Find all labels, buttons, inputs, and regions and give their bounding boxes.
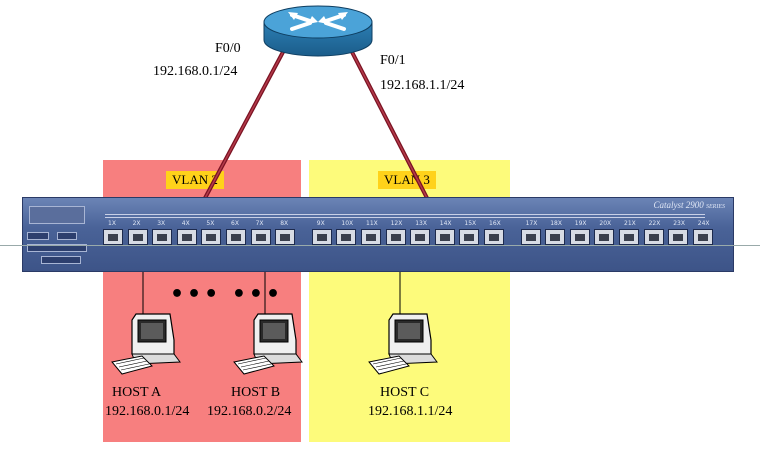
switch-port-4 bbox=[176, 229, 197, 245]
port-label-1: 1X bbox=[108, 220, 116, 227]
port-label-22: 22X bbox=[648, 220, 661, 227]
port-label-15: 15X bbox=[464, 220, 477, 227]
port-label-12: 12X bbox=[390, 220, 403, 227]
port-label-7: 7X bbox=[255, 220, 264, 227]
interface-f0-1-name: F0/1 bbox=[380, 53, 406, 68]
switch-port-21 bbox=[619, 229, 639, 245]
host-b-ip: 192.168.0.2/24 bbox=[207, 404, 292, 419]
port-label-3: 3X bbox=[157, 220, 166, 227]
vlan-2-label: VLAN 2 bbox=[166, 171, 224, 189]
switch-port-15 bbox=[459, 229, 480, 245]
port-label-23: 23X bbox=[673, 220, 685, 227]
port-label-8: 8X bbox=[280, 220, 289, 227]
host-a-ip: 192.168.0.1/24 bbox=[105, 404, 190, 419]
switch-port-12 bbox=[385, 229, 406, 245]
switch-port-20 bbox=[594, 229, 615, 245]
backplane-line bbox=[0, 245, 760, 246]
switch-port-9 bbox=[311, 229, 332, 245]
switch-brand: Catalyst 2900 SERIES bbox=[653, 200, 725, 210]
port-label-11: 11X bbox=[366, 220, 378, 227]
switch-port-19 bbox=[569, 229, 590, 245]
host-c-ip: 192.168.1.1/24 bbox=[368, 404, 453, 419]
port-label-10: 10X bbox=[341, 220, 354, 227]
switch-port-16 bbox=[484, 229, 504, 245]
port-label-9: 9X bbox=[316, 220, 325, 227]
host-b-name: HOST B bbox=[231, 385, 281, 400]
port-label-14: 14X bbox=[439, 220, 452, 227]
switch-port-3 bbox=[152, 229, 173, 245]
interface-f0-1-ip: 192.168.1.1/24 bbox=[380, 78, 465, 93]
switch-port-23 bbox=[668, 229, 689, 245]
port-label-19: 19X bbox=[574, 220, 587, 227]
switch-port-22 bbox=[643, 229, 664, 245]
switch-port-1 bbox=[103, 229, 123, 245]
switch-port-stripe bbox=[105, 214, 705, 218]
switch-port-6 bbox=[226, 229, 246, 245]
switch-port-5 bbox=[201, 229, 222, 245]
router-icon bbox=[263, 5, 373, 57]
switch-port-10 bbox=[336, 229, 357, 245]
host-a-name: HOST A bbox=[112, 385, 162, 400]
computer-icon bbox=[365, 310, 445, 385]
port-label-6: 6X bbox=[231, 220, 239, 227]
switch-port-24 bbox=[692, 229, 713, 245]
switch-port-18 bbox=[545, 229, 566, 245]
more-hosts-ellipsis: ••• ••• bbox=[170, 282, 284, 307]
port-label-2: 2X bbox=[132, 220, 141, 227]
port-label-13: 13X bbox=[415, 220, 427, 227]
port-label-16: 16X bbox=[489, 220, 501, 227]
port-label-21: 21X bbox=[624, 220, 636, 227]
interface-f0-0-name: F0/0 bbox=[215, 41, 241, 56]
computer-icon bbox=[108, 310, 188, 385]
port-label-5: 5X bbox=[206, 220, 215, 227]
port-label-24: 24X bbox=[697, 220, 710, 227]
port-label-20: 20X bbox=[599, 220, 612, 227]
switch-port-17 bbox=[520, 229, 541, 245]
switch-port-8 bbox=[275, 229, 296, 245]
switch-port-2 bbox=[127, 229, 148, 245]
switch-port-7 bbox=[250, 229, 271, 245]
switch-status-panel bbox=[27, 204, 91, 266]
port-label-17: 17X bbox=[525, 220, 538, 227]
host-c-name: HOST C bbox=[380, 385, 430, 400]
switch-port-14 bbox=[434, 229, 455, 245]
computer-icon bbox=[230, 310, 310, 385]
port-label-4: 4X bbox=[181, 220, 190, 227]
switch-port-11 bbox=[361, 229, 381, 245]
port-label-18: 18X bbox=[550, 220, 562, 227]
switch-chassis: Catalyst 2900 SERIES 1X 2X 3X 4X 5X 6X 7X 8X 9X 1… bbox=[22, 197, 734, 272]
interface-f0-0-ip: 192.168.0.1/24 bbox=[153, 64, 238, 79]
switch-port-13 bbox=[410, 229, 431, 245]
